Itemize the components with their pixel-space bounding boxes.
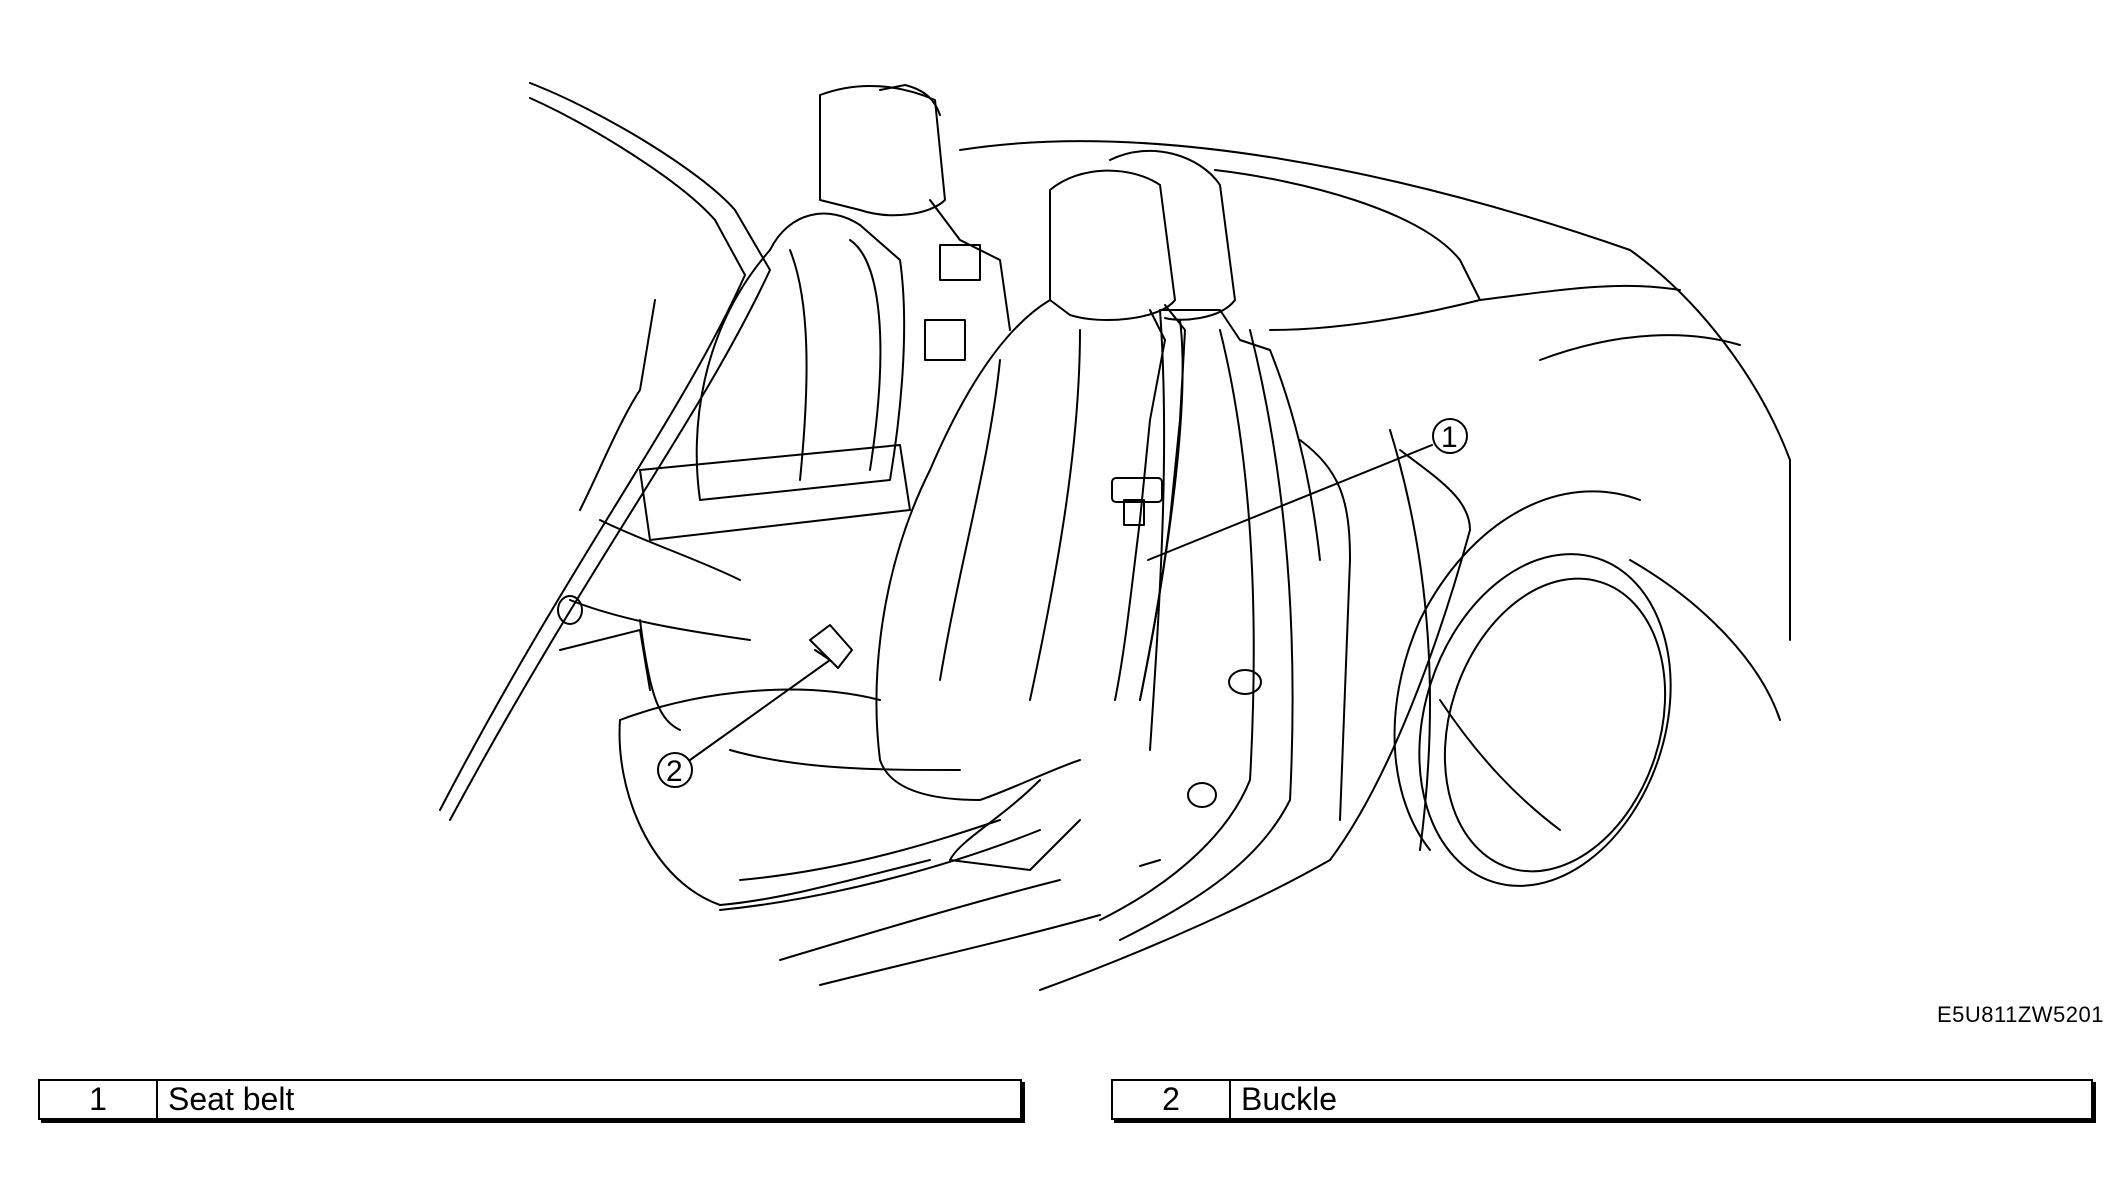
callout-2: 2 [657, 659, 831, 788]
car-body-outline [959, 140, 1791, 991]
callout-1: 1 [1147, 418, 1468, 561]
callout-2-number: 2 [666, 755, 683, 788]
legend-row-seat-belt: 1 Seat belt [38, 1079, 1022, 1120]
legend-label: Buckle [1241, 1081, 1338, 1117]
buckle-stalk [809, 624, 853, 669]
driver-seat [618, 149, 1236, 906]
seat-belt-webbing [1111, 304, 1186, 701]
b-pillar [1099, 309, 1351, 941]
passenger-seat [639, 84, 1011, 541]
interior-panels [557, 519, 1101, 986]
legend-number: 2 [1113, 1081, 1231, 1118]
legend-row-buckle: 2 Buckle [1111, 1079, 2093, 1120]
legend-label: Seat belt [168, 1081, 295, 1117]
figure-code: E5U811ZW5201 [1936, 1002, 2104, 1027]
callout-1-number: 1 [1441, 421, 1458, 454]
windshield-frame [439, 82, 771, 821]
legend-number: 1 [40, 1081, 158, 1118]
rear-wheel [1393, 490, 1781, 887]
